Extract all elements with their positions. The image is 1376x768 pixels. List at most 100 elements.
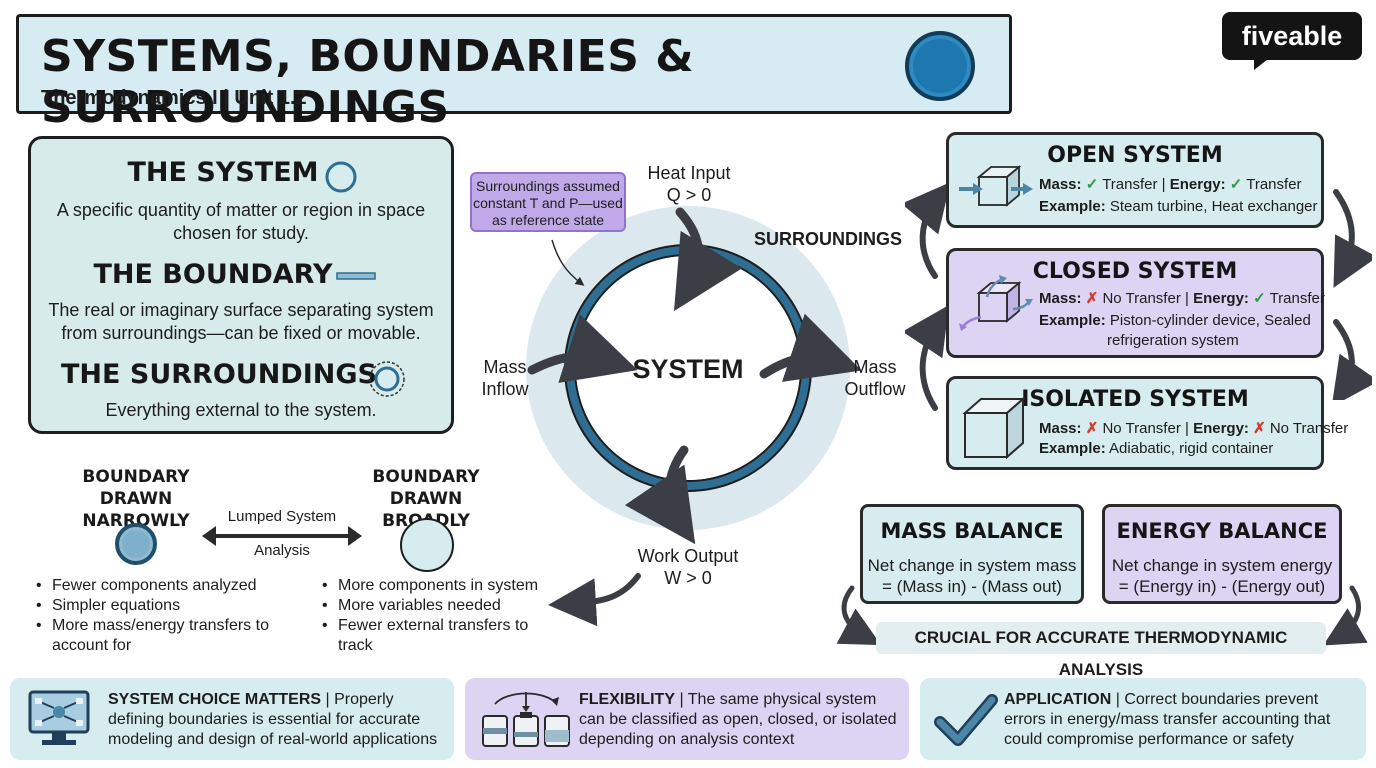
list-item: More variables needed bbox=[322, 596, 552, 616]
containers-icon bbox=[482, 692, 570, 747]
monitor-network-icon bbox=[28, 690, 90, 745]
energy-value: Transfer bbox=[1269, 290, 1325, 307]
work-output-text: Work Output bbox=[637, 546, 739, 566]
open-system-transfers: Mass: ✓ Transfer | Energy: ✓ Transfer bbox=[1039, 176, 1302, 193]
example-value: Steam turbine, Heat exchanger bbox=[1109, 198, 1318, 215]
crucial-banner: CRUCIAL FOR ACCURATE THERMODYNAMIC ANALY… bbox=[876, 622, 1326, 679]
surroundings-circle-icon bbox=[369, 361, 405, 397]
footer-card-application: APPLICATION | Correct boundaries prevent… bbox=[920, 678, 1366, 760]
isolated-system-transfers: Mass: ✗ No Transfer | Energy: ✗ No Trans… bbox=[1039, 420, 1349, 437]
footer-body: The same physical system can be classifi… bbox=[579, 691, 897, 748]
closed-system-title: CLOSED SYSTEM bbox=[1032, 259, 1238, 284]
note-pointer-arrow bbox=[551, 239, 585, 286]
narrow-boundary-circle-icon bbox=[115, 523, 157, 565]
energy-label: Energy: bbox=[1169, 176, 1226, 193]
narrow-boundary-list: Fewer components analyzed Simpler equati… bbox=[36, 576, 276, 656]
mass-value: Transfer bbox=[1102, 176, 1158, 193]
isolated-system-title: ISOLATED SYSTEM bbox=[1021, 387, 1249, 412]
open-system-title: OPEN SYSTEM bbox=[1047, 143, 1223, 168]
mass-outflow-line2: Outflow bbox=[844, 379, 906, 399]
energy-balance-line2: = (Energy in) - (Energy out) bbox=[1118, 577, 1326, 596]
lumped-analysis-double-arrow bbox=[202, 526, 362, 546]
surroundings-heading: THE SURROUNDINGS bbox=[61, 359, 377, 390]
reference-state-note: Surroundings assumed constant T and P—us… bbox=[470, 172, 626, 232]
heat-input-text: Heat Input bbox=[647, 163, 731, 183]
list-item: Simpler equations bbox=[36, 596, 276, 616]
system-diagram bbox=[526, 206, 862, 627]
mass-inflow-arrow bbox=[527, 314, 638, 383]
energy-check-icon: ✓ bbox=[1253, 290, 1266, 307]
energy-label: Energy: bbox=[1193, 420, 1249, 437]
mass-inflow-label: Mass Inflow bbox=[474, 356, 536, 400]
list-item: More mass/energy transfers to account fo… bbox=[36, 616, 276, 656]
mass-balance-card: MASS BALANCE Net change in system mass =… bbox=[860, 504, 1084, 604]
open-system-card: OPEN SYSTEM Mass: ✓ Transfer | Energy: ✓… bbox=[946, 132, 1324, 228]
system-interior bbox=[576, 256, 800, 480]
work-sign-text: W > 0 bbox=[664, 568, 712, 588]
list-item: More components in system bbox=[322, 576, 552, 596]
footer-title: FLEXIBILITY bbox=[579, 691, 675, 708]
fiveable-logo[interactable]: fiveable bbox=[1222, 12, 1362, 60]
mass-label: Mass: bbox=[1039, 290, 1082, 307]
energy-value: No Transfer bbox=[1269, 420, 1349, 437]
broad-boundary-list: More components in system More variables… bbox=[322, 576, 552, 656]
system-choice-text: SYSTEM CHOICE MATTERS | Properly definin… bbox=[108, 691, 438, 748]
work-output-label: Work Output W > 0 bbox=[622, 545, 754, 589]
page-title: SYSTEMS, BOUNDARIES & SURROUNDINGS bbox=[41, 31, 695, 133]
closed-system-example-line2: refrigeration system bbox=[1107, 332, 1239, 349]
boundary-heading: THE BOUNDARY bbox=[93, 259, 333, 290]
mass-inflow-line1: Mass bbox=[483, 357, 527, 377]
open-to-closed-arrow bbox=[1333, 189, 1372, 288]
footer-body: Correct boundaries prevent errors in ene… bbox=[1004, 691, 1331, 748]
isolated-cube-icon bbox=[962, 396, 1026, 460]
isolated-system-example: Example: Adiabatic, rigid container bbox=[1039, 439, 1273, 459]
closed-system-transfers: Mass: ✗ No Transfer | Energy: ✓ Transfer bbox=[1039, 290, 1325, 307]
application-text: APPLICATION | Correct boundaries prevent… bbox=[1004, 691, 1331, 748]
work-output-tail-arrow bbox=[548, 573, 641, 627]
energy-check-icon: ✓ bbox=[1229, 176, 1243, 193]
open-cube-icon bbox=[959, 165, 1033, 207]
narrow-heading-line1: BOUNDARY DRAWN bbox=[82, 467, 190, 509]
heat-sign-text: Q > 0 bbox=[666, 185, 712, 205]
mass-balance-title: MASS BALANCE bbox=[880, 519, 1064, 543]
energy-balance-title: ENERGY BALANCE bbox=[1116, 519, 1328, 543]
definitions-panel: THE SYSTEM A specific quantity of matter… bbox=[28, 136, 454, 434]
mass-cross-icon: ✗ bbox=[1085, 290, 1099, 307]
list-item: Fewer external transfers to track bbox=[322, 616, 552, 656]
isolated-to-closed-arrow bbox=[905, 305, 949, 411]
narrow-heading-line2: NARROWLY bbox=[82, 511, 190, 531]
flexibility-text: FLEXIBILITY | The same physical system c… bbox=[579, 691, 897, 748]
energy-balance-line1: Net change in system energy bbox=[1111, 556, 1333, 575]
example-label: Example: bbox=[1039, 440, 1106, 457]
energy-balance-card: ENERGY BALANCE Net change in system ener… bbox=[1102, 504, 1342, 604]
mass-check-icon: ✓ bbox=[1085, 176, 1099, 193]
surroundings-label: SURROUNDINGS bbox=[753, 229, 902, 249]
mass-outflow-line1: Mass bbox=[853, 357, 897, 377]
closed-system-card: CLOSED SYSTEM Mass: ✗ No Transfer | Ener… bbox=[946, 248, 1325, 358]
lumped-system-label: Lumped System bbox=[227, 508, 337, 525]
mass-inflow-line2: Inflow bbox=[481, 379, 529, 399]
closed-system-example: Example: Piston-cylinder device, Sealed bbox=[1039, 311, 1311, 331]
example-label: Example: bbox=[1039, 312, 1106, 329]
closed-to-open-arrow bbox=[905, 182, 951, 279]
mass-balance-line2: = (Mass in) - (Mass out) bbox=[882, 577, 1062, 596]
mass-balance-arrow bbox=[836, 585, 882, 646]
work-output-arrow bbox=[624, 445, 696, 545]
footer-title: APPLICATION bbox=[1004, 691, 1112, 708]
mass-outflow-arrow bbox=[759, 313, 862, 382]
energy-value: Transfer bbox=[1246, 176, 1302, 193]
system-definition: A specific quantity of matter or region … bbox=[56, 200, 426, 243]
footer-card-flexibility: FLEXIBILITY | The same physical system c… bbox=[465, 678, 909, 760]
broad-heading-line1: BOUNDARY DRAWN bbox=[372, 467, 480, 509]
energy-cross-icon: ✗ bbox=[1253, 420, 1266, 437]
header-banner: SYSTEMS, BOUNDARIES & SURROUNDINGS Therm… bbox=[16, 14, 1012, 133]
narrow-boundary-heading: BOUNDARY DRAWN NARROWLY bbox=[46, 466, 226, 532]
system-label: SYSTEM bbox=[632, 354, 744, 384]
system-circle-icon bbox=[325, 161, 357, 193]
checkmark-icon bbox=[934, 694, 998, 746]
closed-to-isolated-arrow bbox=[1331, 319, 1372, 400]
mass-value: No Transfer bbox=[1102, 420, 1181, 437]
balance-arrows bbox=[836, 585, 1368, 646]
logo-speech-tail bbox=[1254, 56, 1272, 70]
system-circle-icon bbox=[905, 31, 975, 101]
